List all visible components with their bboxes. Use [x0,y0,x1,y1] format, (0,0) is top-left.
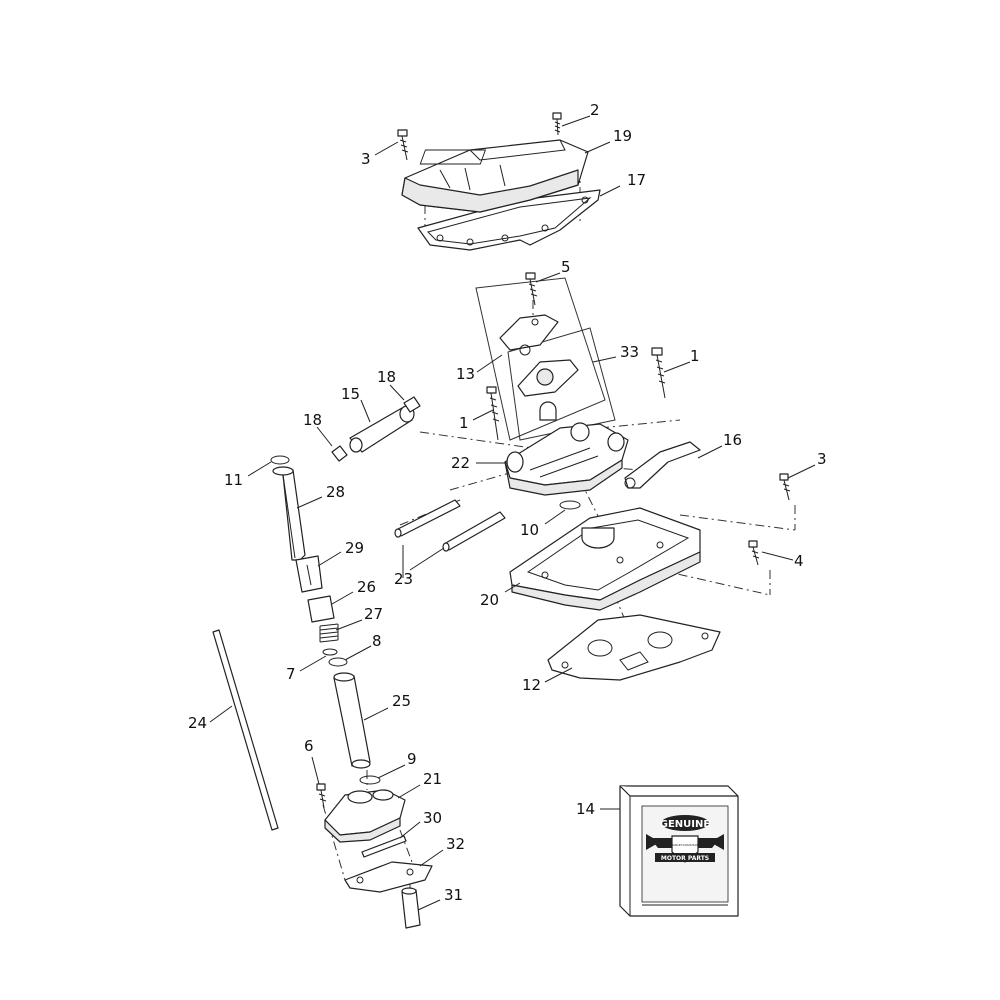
oring-10 [559,500,581,510]
rocker-cover [401,139,589,213]
callout-10: 10 [520,521,539,539]
washer-7 [322,648,338,656]
callout-32: 32 [446,835,465,853]
pushrod-tube-25 [333,672,371,769]
leader-lines [209,115,816,911]
callout-21: 21 [423,770,442,788]
callout-23: 23 [394,570,413,588]
callout-1-left: 1 [459,414,469,432]
callout-29: 29 [345,539,364,557]
logo-genuine-text: GENUINE [660,819,711,830]
callout-22: 22 [451,454,470,472]
rocker-arm-16 [624,441,701,489]
shaft-23-lower [442,511,506,552]
pushrod-tube-lower-29 [295,555,323,593]
genuine-parts-box-14: GENUINE HARLEY-DAVIDSON MOTOR PARTS [619,785,739,917]
lower-rocker-housing-20 [509,507,701,611]
callout-19: 19 [613,127,632,145]
oring-11 [270,455,290,465]
callout-18-left: 18 [303,411,322,429]
callout-12: 12 [522,676,541,694]
lifter-cover-21 [324,789,406,843]
spring-27 [319,623,339,643]
subassembly-frames [475,277,616,441]
callout-9: 9 [407,750,417,768]
callout-8: 8 [372,632,382,650]
oring-8 [328,657,348,667]
screw-5 [525,272,538,306]
bushing-18-left [331,445,348,462]
bushing-18-right [403,396,421,413]
callout-5: 5 [561,258,571,276]
callout-27: 27 [364,605,383,623]
callout-18-right: 18 [377,368,396,386]
callout-25: 25 [392,692,411,710]
callout-14: 14 [576,800,595,818]
screw-3-top [397,129,409,161]
lifter-31 [401,887,421,929]
callout-6: 6 [304,737,314,755]
callout-28: 28 [326,483,345,501]
rocker-support-22 [504,422,629,496]
callout-31: 31 [444,886,463,904]
callout-13: 13 [456,365,475,383]
rocker-cover-gasket [417,189,601,251]
callout-2: 2 [590,101,600,119]
callout-3-top: 3 [361,150,371,168]
callout-17: 17 [627,171,646,189]
screw-1-right [651,347,666,399]
callout-33: 33 [620,343,639,361]
screw-4 [748,540,760,566]
rocker-shaft-15 [349,405,415,453]
gasket-12 [547,614,721,681]
pushrod-tube-upper-28 [272,466,306,561]
breather-valve-33 [517,359,579,421]
callout-3-right: 3 [817,450,827,468]
callout-11: 11 [224,471,243,489]
screw-3-right [779,473,791,501]
shaft-23-upper [394,499,461,538]
breather-cover-13 [499,314,559,356]
callout-26: 26 [357,578,376,596]
callout-30: 30 [423,809,442,827]
callout-20: 20 [480,591,499,609]
plate-32 [344,861,433,893]
screw-1-left [486,386,500,441]
callout-4: 4 [794,552,804,570]
callout-numbers: 1 1 2 3 3 4 5 6 7 8 9 10 11 12 13 14 15 … [188,101,827,904]
callout-16: 16 [723,431,742,449]
logo-brand-text: HARLEY-DAVIDSON [671,843,699,847]
spring-cap-26 [307,595,335,623]
screw-2 [552,112,562,136]
pin-30 [361,835,407,858]
screw-6 [316,783,327,809]
pushrod-24 [212,629,279,831]
oring-9 [359,775,381,785]
callout-1-right: 1 [690,347,700,365]
callout-24: 24 [188,714,207,732]
logo-motor-parts-text: MOTOR PARTS [661,855,709,862]
callout-15: 15 [341,385,360,403]
genuine-motor-parts-logo: GENUINE HARLEY-DAVIDSON MOTOR PARTS [646,815,724,863]
callout-7: 7 [286,665,296,683]
